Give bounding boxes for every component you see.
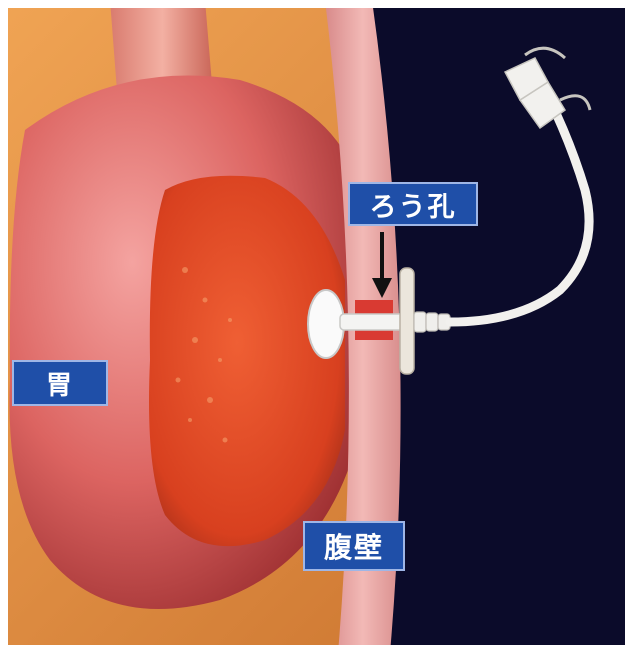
label-abdominal-wall: 腹壁 <box>303 521 405 571</box>
stomach-interior <box>149 176 345 546</box>
tube-connector <box>414 312 450 332</box>
external-bumper <box>400 268 414 374</box>
label-stomach: 胃 <box>12 360 108 406</box>
internal-bumper <box>308 290 344 358</box>
label-stoma: ろう孔 <box>348 182 478 226</box>
